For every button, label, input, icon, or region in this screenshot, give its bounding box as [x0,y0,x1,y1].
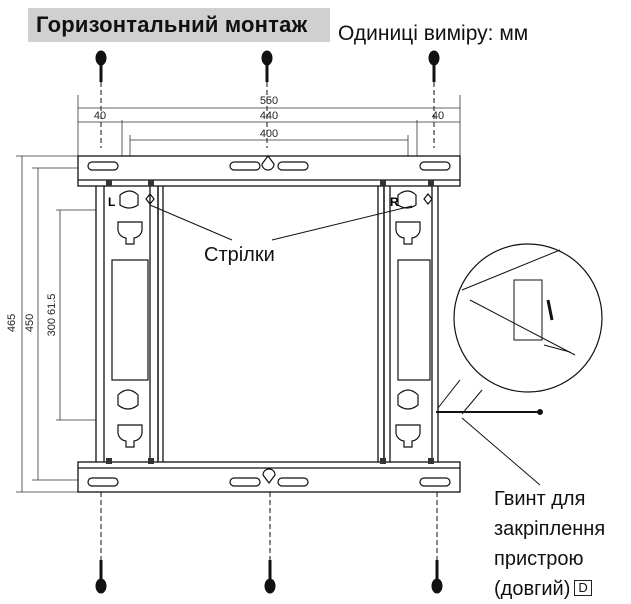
dim-height-total: 465 [6,314,18,332]
screw-bottom-right [431,492,443,594]
detail-inset [437,243,603,415]
top-bar [77,155,461,187]
screw-bottom-middle [264,492,276,594]
dim-side-right: 40 [432,110,444,122]
title-background [28,8,330,42]
units-label: Одиниці виміру: мм [338,22,529,45]
screw-label-line3: пристрою [494,548,584,570]
screw-label: Гвинт для закріплення пристрою (довгий)D [494,484,605,604]
screw-top-left [95,50,107,148]
dim-hole-width: 400 [260,128,278,140]
dim-side-left: 40 [94,110,106,122]
screw-bottom-left [95,492,107,594]
arrows-leaders [149,204,413,241]
arrows-label: Стрілки [204,244,275,266]
top-screws [95,50,440,148]
dim-height-outer: 450 [24,314,36,332]
vertical-dimensions [16,155,130,493]
dim-width-total: 550 [260,95,278,107]
dim-inner-width: 440 [260,110,278,122]
screw-tag: D [574,580,592,596]
horizontal-dimensions [77,95,461,160]
top-bar-slots [87,155,451,171]
bottom-screws [95,492,443,594]
screw-label-line4: (довгий) [494,578,571,600]
screw-label-line2: закріплення [494,518,606,540]
screw-top-middle [261,50,273,148]
right-mark: R [390,195,399,209]
screw-label-line1: Гвинт для [494,488,586,510]
rail-hooks [117,190,433,448]
bottom-bar-slots [87,468,451,487]
bottom-bar [77,461,461,493]
screw-top-right [428,50,440,148]
rail-windows [111,259,431,381]
mount-screw [436,409,543,486]
joint-bolts [106,180,434,464]
left-mark: L [108,195,115,209]
page-title: Горизонтальний монтаж [36,12,308,37]
dim-height-inner: 300 61.5 [46,294,58,337]
